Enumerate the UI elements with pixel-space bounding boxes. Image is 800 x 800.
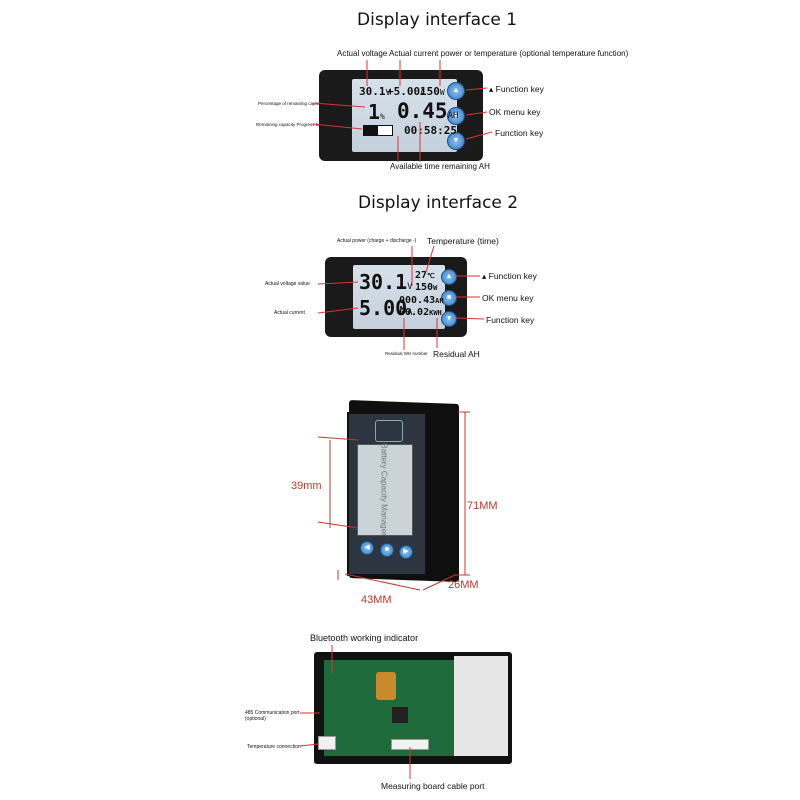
- section1-title: Display interface 1: [357, 10, 518, 30]
- leader-voltage-2: [317, 281, 359, 285]
- section2-right-label-2: OK menu key: [482, 293, 534, 303]
- dim-26mm: 26MM: [448, 579, 479, 591]
- section4-bottom-label: Measuring board cable port: [381, 781, 485, 791]
- meter1-up-button[interactable]: ▲: [447, 82, 465, 100]
- section2-left-label-1: Actual voltage value: [265, 281, 310, 287]
- section2-bottom-label-1: Residual WH number: [385, 351, 428, 356]
- meter1-battery-bar: [363, 125, 393, 136]
- pcb-temp-port: [318, 736, 336, 750]
- meter1-battery-fill: [364, 126, 378, 135]
- meter2-voltage: 30.1V: [359, 270, 413, 294]
- leader-bar-1: [312, 123, 363, 130]
- section1-left-label-1: Percentage of remaining capacity: [258, 101, 325, 106]
- meter1-current: +5.00A: [387, 85, 425, 98]
- device-ok-button[interactable]: ■: [380, 543, 394, 557]
- section4-top-label: Bluetooth working indicator: [310, 633, 419, 643]
- device-top-icons: [375, 420, 403, 442]
- section1-left-label-2: Remaining capacity Progress bar: [256, 122, 323, 127]
- meter1-bezel: ▲ ■ ▼: [319, 70, 483, 161]
- meter2-temp: 27℃: [415, 270, 435, 281]
- meter1-ok-button[interactable]: ■: [447, 107, 465, 125]
- leader-fkey2-2: [455, 317, 485, 320]
- meter2-power: 150W: [415, 282, 438, 293]
- meter2-kwh: 00.02KWH: [399, 307, 442, 318]
- dimline-39mm-top: [317, 436, 359, 441]
- section2-bottom-label-2: Residual AH: [433, 349, 480, 359]
- leader-fkey1-1: [465, 87, 488, 91]
- dimline-43mm: [344, 573, 421, 591]
- section1-bottom-label: Available time remaining AH: [390, 162, 490, 171]
- leader-ok-1: [465, 111, 488, 116]
- dim-39mm: 39mm: [291, 480, 322, 492]
- section1-right-label-3: Function key: [495, 128, 544, 138]
- meter2-ok-button[interactable]: ■: [441, 290, 457, 306]
- dimline-39mm-bottom: [317, 521, 359, 529]
- section2-title: Display interface 2: [358, 193, 519, 213]
- meter2-down-button[interactable]: ▼: [441, 311, 457, 327]
- section2-top-label-1: Actual power (charge + discharge -): [337, 238, 417, 244]
- meter1-ah: 0.45AH: [397, 99, 459, 123]
- section1-right-label-1: ▴ Function key: [489, 84, 544, 94]
- leader-fkey2-1: [465, 131, 493, 140]
- meter1-voltage: 30.1V: [359, 85, 391, 98]
- meter1-power: 150W: [420, 85, 445, 98]
- device-right-button[interactable]: ▶: [399, 545, 413, 559]
- pcb-right-panel: [454, 656, 508, 756]
- leader-temp-2: [425, 245, 435, 273]
- section2-right-label-3: Function key: [486, 315, 535, 325]
- meter2-current: 5.00A: [359, 296, 413, 320]
- meter1-lcd: [352, 79, 457, 152]
- pcb-chip: [392, 707, 408, 723]
- section4-left-label-2: Temperature connection: [247, 744, 301, 750]
- section4-left-label-1: 485 Communication port (optional): [245, 710, 300, 722]
- meter1-time: 00:58:25: [404, 124, 457, 137]
- meter2-ah: 000.43AH: [399, 295, 444, 306]
- leader-temp-conn: [299, 743, 319, 747]
- device-screen: [357, 444, 413, 536]
- pcb-coil: [376, 672, 396, 700]
- device-left-button[interactable]: ◀: [360, 541, 374, 555]
- meter2-bezel: ▲ ■ ▼: [325, 257, 467, 337]
- meter1-down-button[interactable]: ▼: [447, 132, 465, 150]
- leader-current-2: [317, 307, 359, 314]
- meter1-percent: 1%: [368, 100, 385, 124]
- dimline-26mm: [422, 574, 456, 591]
- section1-top-label: Actual voltage Actual current power or t…: [337, 49, 629, 58]
- dim-71mm: 71MM: [467, 500, 498, 512]
- section2-left-label-2: Actual current: [274, 310, 305, 316]
- dim-43mm: 43MM: [361, 594, 392, 606]
- meter2-lcd: [353, 265, 445, 329]
- meter2-up-button[interactable]: ▲: [441, 269, 457, 285]
- leader-percent-1: [312, 102, 366, 108]
- section2-top-label-2: Temperature (time): [427, 236, 499, 246]
- section2-right-label-1: ▴ Function key: [482, 271, 537, 281]
- section1-right-label-2: OK menu key: [489, 107, 541, 117]
